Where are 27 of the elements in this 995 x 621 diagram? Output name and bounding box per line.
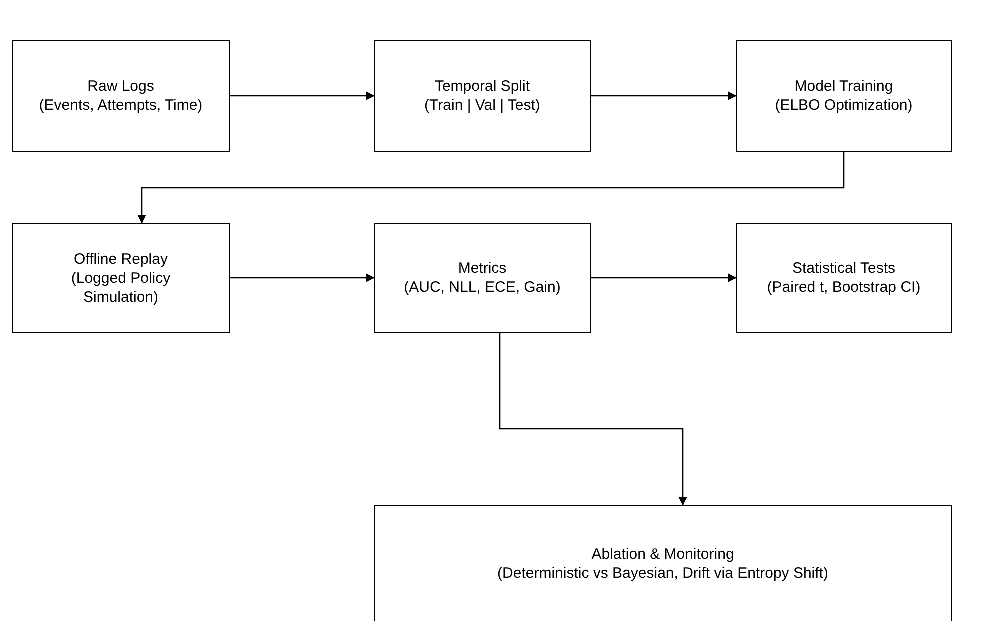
box-subtitle: (ELBO Optimization): [775, 96, 913, 115]
box-title: Statistical Tests: [792, 259, 896, 278]
box-subtitle: (Train | Val | Test): [424, 96, 540, 115]
arrow: [591, 92, 737, 100]
box-title: Ablation & Monitoring: [592, 544, 734, 564]
process-box: [12, 40, 230, 152]
box-subtitle: (Logged Policy Simulation): [70, 268, 172, 306]
process-box: [374, 505, 952, 621]
box-subtitle: (AUC, NLL, ECE, Gain): [404, 278, 561, 297]
arrow: [230, 274, 375, 282]
box-title: Model Training: [794, 77, 894, 96]
process-box: [374, 223, 591, 333]
arrow: [230, 92, 375, 100]
process-box: [12, 223, 230, 333]
process-box: [736, 40, 952, 152]
box-title: Raw Logs: [88, 77, 154, 96]
arrow: [138, 152, 845, 224]
box-subtitle: (Deterministic vs Bayesian, Drift via Entropy Shift): [498, 564, 828, 582]
process-box: [374, 40, 591, 152]
arrow: [591, 274, 737, 282]
box-title: Temporal Split: [434, 77, 530, 96]
box-title: Metrics: [458, 259, 507, 278]
box-subtitle: (Paired t, Bootstrap CI): [767, 278, 921, 297]
arrow: [499, 333, 688, 506]
box-title: Offline Replay: [74, 250, 168, 268]
process-box: [736, 223, 952, 333]
box-subtitle: (Events, Attempts, Time): [39, 96, 203, 115]
